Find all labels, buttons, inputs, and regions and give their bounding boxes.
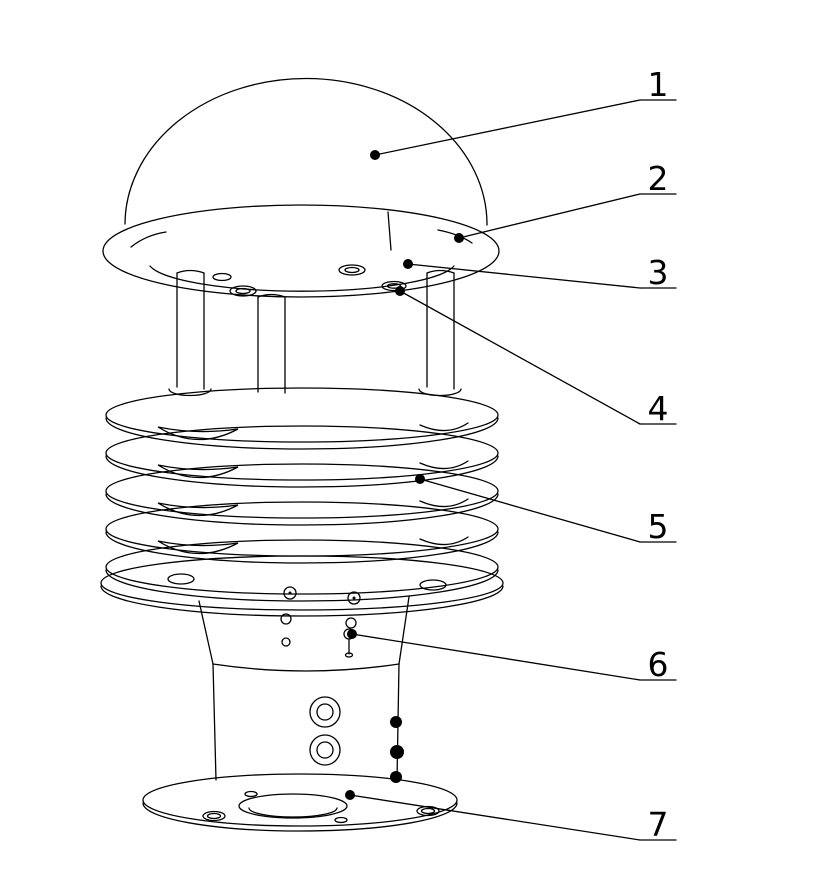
body-seam-arc	[212, 663, 400, 672]
louver-plate-skirt	[105, 531, 499, 564]
louver-gap-arc	[419, 422, 469, 432]
pillar-middle-top-arc	[257, 293, 286, 298]
callout-5-leader-line	[419, 478, 641, 543]
louver-plate-skirt	[105, 417, 499, 450]
louver-plate	[105, 539, 499, 595]
collar-inner-left-arc	[130, 231, 167, 248]
louver-gap-arc	[419, 460, 469, 470]
neck-right-edge	[398, 596, 410, 665]
sensor-drawing	[100, 77, 504, 832]
louver-gap-arc	[419, 536, 469, 546]
neck-hole	[283, 586, 297, 600]
connector-inner	[316, 741, 334, 759]
body-side-bump	[390, 771, 402, 783]
louver-gap-shadow	[157, 502, 239, 517]
louver-plate	[105, 463, 499, 519]
connector-outer	[309, 696, 341, 728]
base-lower-arc	[142, 802, 458, 832]
pillar-right-top-arc	[426, 269, 455, 274]
bottom-plate-tab	[167, 573, 195, 585]
callout-4-leader-line	[399, 290, 641, 425]
neck-left-edge	[198, 600, 214, 665]
neck-hole	[280, 613, 292, 625]
body-side-bump	[390, 716, 402, 728]
connector-inner	[316, 703, 334, 721]
top-plate-hole-b-inner	[386, 283, 402, 289]
callouts-group: 1 2 3 4	[345, 65, 677, 844]
base-plate-group	[142, 773, 458, 832]
collar-outer-ellipse	[102, 204, 500, 298]
pillar-left-top-arc	[176, 269, 205, 274]
louver-bottom-plate	[100, 555, 504, 611]
callout-6-leader-line	[351, 633, 641, 681]
callout-6-label: 6	[648, 645, 669, 684]
callout-4: 4	[395, 286, 677, 428]
base-hole-right-inner	[420, 807, 436, 815]
louver-gap-shadow	[157, 540, 239, 555]
body-left-edge	[212, 663, 217, 781]
dome-outline	[124, 77, 488, 226]
louver-plate-skirt	[105, 493, 499, 526]
callout-2-label: 2	[648, 159, 669, 198]
callout-6: 6	[347, 629, 677, 684]
body-group	[212, 663, 404, 783]
louver-gap-shadow	[157, 464, 239, 479]
callout-7: 7	[345, 790, 677, 844]
collar-ring-group	[102, 204, 500, 298]
top-plate-mark	[212, 272, 232, 282]
louver-plate	[105, 387, 499, 443]
callout-1: 1	[370, 65, 677, 160]
louver-plate	[105, 425, 499, 481]
callout-5: 5	[415, 474, 677, 546]
louver-stack-group	[100, 387, 504, 617]
top-plate-hole-b-outer	[381, 280, 407, 292]
neck-hole-center	[352, 596, 356, 600]
neck-hole	[345, 617, 357, 629]
callout-2: 2	[454, 159, 677, 243]
top-plate-group	[149, 264, 455, 297]
callout-1-leader-line	[374, 99, 641, 156]
neck-hole	[347, 591, 361, 605]
neck-hole	[281, 637, 291, 647]
louver-gap-arc	[419, 498, 469, 508]
base-small-mark	[334, 816, 348, 824]
dome-seam-line	[387, 211, 392, 251]
pillars-group	[168, 269, 462, 397]
top-plate-hole-c-inner	[235, 287, 251, 295]
top-plate-hole-a-inner	[344, 266, 360, 274]
top-plate-bottom-arc	[149, 265, 455, 292]
neck-hole-center	[288, 591, 292, 595]
louver-bottom-plate-skirt	[100, 585, 504, 617]
callout-4-label: 4	[648, 389, 669, 428]
louver-plate-skirt	[105, 569, 499, 602]
top-plate-hole-c-outer	[229, 285, 257, 297]
louver-gap-shadow	[157, 426, 239, 441]
base-outer-ellipse	[142, 773, 458, 827]
callout-3-label: 3	[648, 253, 669, 292]
base-hole-left-outer	[202, 810, 226, 822]
top-plate-hole-a-outer	[338, 264, 366, 276]
callout-3-leader-line	[407, 263, 641, 289]
bottom-plate-tab	[419, 579, 447, 591]
neck-group	[198, 586, 410, 665]
louver-plate-skirt	[105, 455, 499, 488]
callout-7-leader-line	[349, 794, 641, 841]
dome-group	[124, 77, 488, 251]
callout-2-leader-line	[458, 193, 641, 239]
base-center-oval	[238, 793, 348, 819]
callout-1-label: 1	[648, 65, 669, 104]
callout-3: 3	[403, 253, 677, 292]
base-hole-left-inner	[206, 812, 222, 820]
neck-screw-tip	[344, 652, 354, 658]
callout-5-label: 5	[648, 507, 669, 546]
connector-outer	[309, 734, 341, 766]
base-small-mark	[244, 790, 258, 798]
body-side-bump	[390, 745, 404, 759]
callout-7-label: 7	[648, 805, 669, 844]
base-center-inner-arc	[248, 807, 338, 818]
